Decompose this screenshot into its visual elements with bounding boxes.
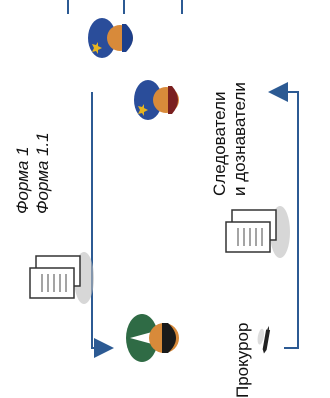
investigators-label-line2: и дознаватели — [230, 82, 249, 196]
arrow-prosecutor-to-investigators — [268, 82, 299, 349]
document-stack-icon — [29, 252, 94, 304]
arrow-officers-to-prosecutor — [91, 92, 114, 358]
forms-label-line2: Форма 1.1 — [33, 132, 52, 214]
top-connector-lines — [67, 0, 183, 14]
police-officer-icon — [134, 80, 179, 120]
pen-icon — [257, 325, 271, 354]
document-stack-icon — [225, 206, 290, 258]
police-officer-icon — [88, 18, 133, 58]
investigators-label-line1: Следователи — [210, 92, 229, 196]
forms-label-line1: Форма 1 — [13, 146, 32, 214]
prosecutor-label: Прокурор — [233, 323, 252, 398]
prosecutor-icon — [126, 314, 179, 362]
